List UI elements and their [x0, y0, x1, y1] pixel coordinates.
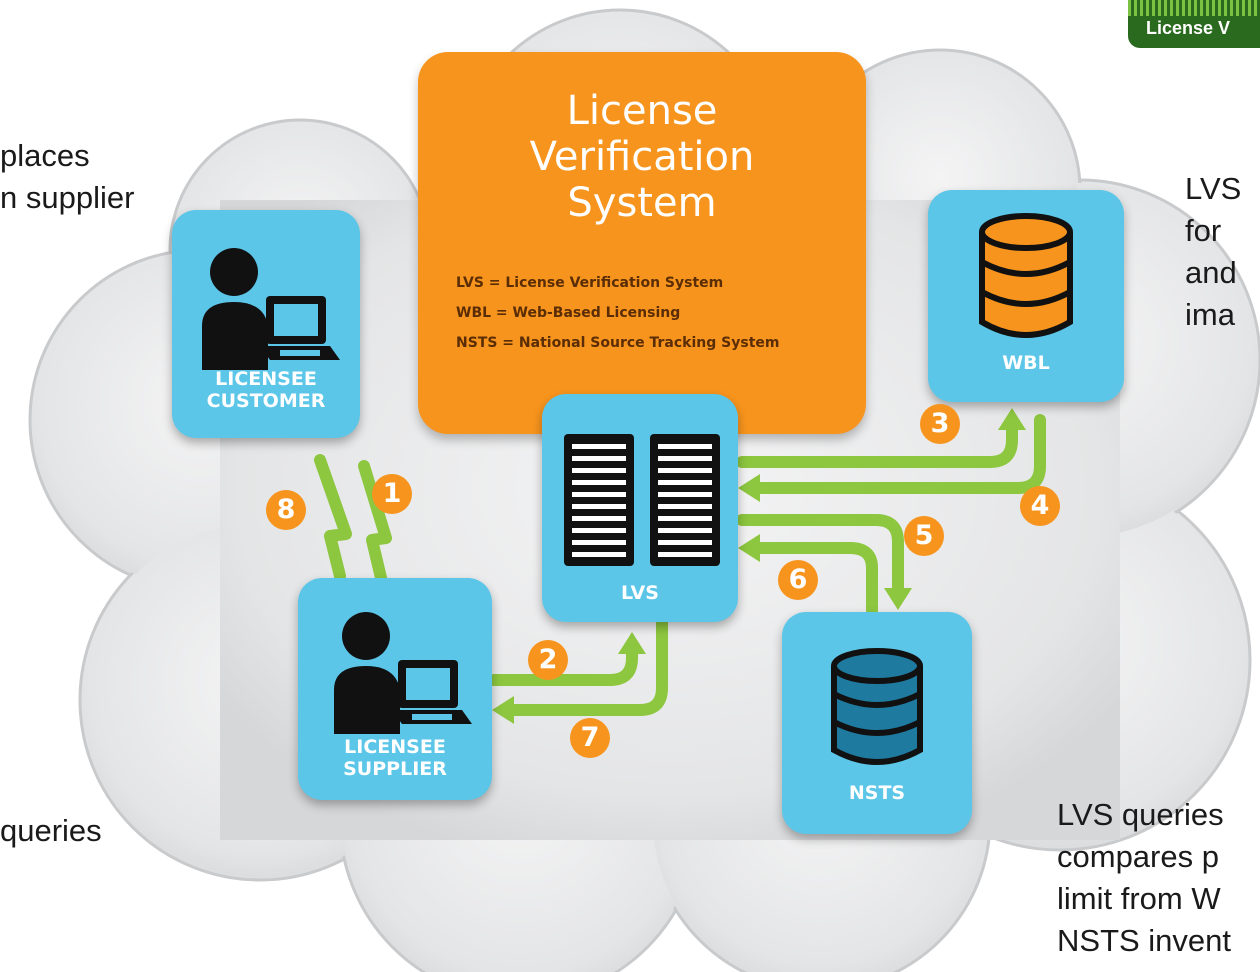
side-text-line: n supplier — [0, 180, 135, 215]
step-badge-5: 5 — [904, 516, 944, 556]
node-lvs: LVS — [542, 394, 738, 622]
side-text-bottom-right: LVS queries compares p limit from W NSTS… — [1057, 794, 1231, 962]
arrow-step-7 — [506, 614, 668, 716]
node-label: WBL — [928, 352, 1124, 374]
title-box: License Verification System LVS = Licens… — [418, 52, 866, 434]
arrow-step-6 — [752, 542, 878, 616]
person-at-computer-icon — [202, 248, 340, 370]
arrow-step-4 — [752, 414, 1046, 494]
arrow-head-4 — [738, 474, 760, 502]
side-text-bottom-left: queries — [0, 810, 102, 852]
logo-text: License V — [1146, 18, 1231, 38]
arrow-step-5 — [736, 514, 904, 596]
side-text-line: limit from W — [1057, 881, 1221, 916]
node-label-line: SUPPLIER — [343, 758, 447, 780]
side-text-line: for — [1185, 213, 1222, 248]
title-line: License — [566, 88, 718, 134]
arrow-step-8 — [314, 454, 352, 582]
node-licensee-customer: LICENSEE CUSTOMER — [172, 210, 360, 438]
step-badge-6: 6 — [778, 560, 818, 600]
side-text-line: LVS — [1185, 171, 1242, 206]
title-line: Verification — [529, 134, 755, 180]
node-label: NSTS — [782, 782, 972, 804]
legend-line: WBL = Web-Based Licensing — [456, 305, 681, 321]
arrow-step-2 — [488, 644, 638, 686]
arrow-head-6 — [738, 534, 760, 562]
arrow-step-3 — [736, 419, 1018, 468]
side-text-line: LVS queries — [1057, 797, 1224, 832]
arrow-head-7 — [492, 696, 514, 724]
database-icon — [979, 213, 1073, 338]
legend-line: LVS = License Verification System — [456, 275, 724, 291]
arrow-head-3 — [998, 408, 1026, 430]
side-text-line: and — [1185, 255, 1237, 290]
step-badge-3: 3 — [920, 404, 960, 444]
acronym-legend: LVS = License Verification System WBL = … — [456, 268, 779, 358]
node-licensee-supplier: LICENSEE SUPPLIER — [298, 578, 492, 800]
node-label-line: NSTS — [848, 782, 906, 804]
side-text-line: ima — [1185, 297, 1235, 332]
step-badge-1: 1 — [372, 474, 412, 514]
lvs-logo: License V — [1128, 0, 1260, 48]
step-badge-2: 2 — [528, 640, 568, 680]
logo-stripes — [1128, 0, 1260, 16]
arrow-head-5 — [884, 588, 912, 610]
step-badge-7: 7 — [570, 718, 610, 758]
node-label-line: CUSTOMER — [206, 390, 326, 412]
node-label-line: WBL — [1002, 352, 1050, 374]
side-text-line: places — [0, 138, 90, 173]
legend-line: NSTS = National Source Tracking System — [456, 335, 780, 351]
node-label-line: LICENSEE — [215, 368, 317, 390]
node-wbl: WBL — [928, 190, 1124, 402]
node-label: LVS — [542, 582, 738, 604]
step-badge-4: 4 — [1020, 486, 1060, 526]
side-text-line: compares p — [1057, 839, 1219, 874]
diagram-title: License Verification System — [418, 88, 866, 226]
side-text-line: queries — [0, 813, 102, 848]
step-badge-8: 8 — [266, 490, 306, 530]
node-label-line: LVS — [621, 582, 659, 604]
database-icon — [831, 648, 923, 765]
server-rack-icon — [564, 434, 720, 566]
node-nsts: NSTS — [782, 612, 972, 834]
node-label-line: LICENSEE — [344, 736, 446, 758]
side-text-top-right: LVS for and ima — [1185, 168, 1241, 336]
title-line: System — [567, 180, 717, 226]
person-at-computer-icon — [334, 612, 472, 734]
side-text-line: NSTS invent — [1057, 923, 1232, 958]
side-text-top-left: places n supplier — [0, 135, 134, 219]
node-label: LICENSEE SUPPLIER — [298, 736, 492, 780]
arrow-head-2 — [618, 632, 646, 654]
node-label: LICENSEE CUSTOMER — [172, 368, 360, 412]
